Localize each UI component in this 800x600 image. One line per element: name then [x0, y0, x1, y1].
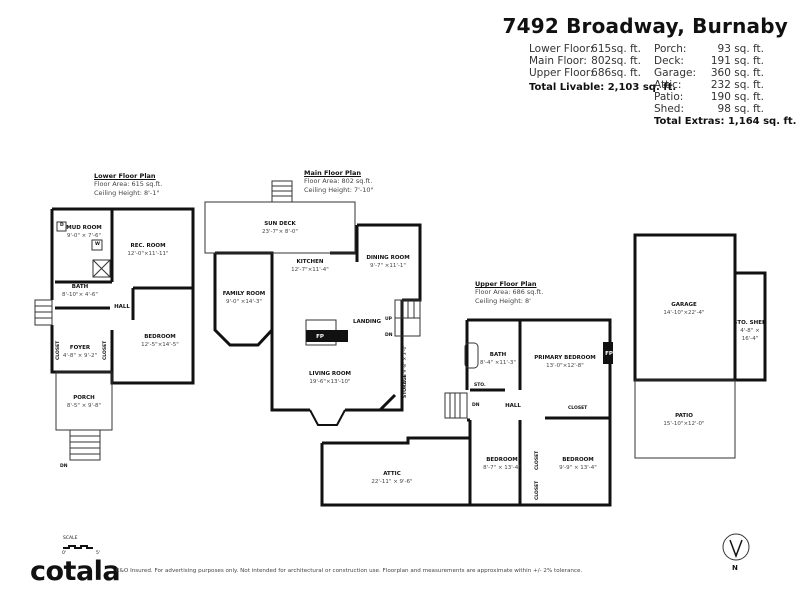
scale-label: SCALE — [63, 536, 78, 541]
total-extras: Total Extras: 1,164 sq. ft. — [654, 116, 797, 127]
lower-floor-plan-header: Lower Floor Plan Floor Area: 615 sq.ft. … — [94, 172, 163, 197]
north-arrow-icon — [729, 539, 743, 559]
washer-label: W — [95, 242, 100, 247]
fireplace-main: FP — [316, 334, 324, 340]
disclaimer-text: E&O Insured. For advertising purposes on… — [116, 568, 583, 574]
compass-circle — [722, 533, 750, 561]
room-storage: STORAGE 9'-8" × 3'-0" — [403, 344, 408, 398]
upper-stairs-dn: DN — [472, 403, 480, 408]
main-stairs-dn: DN — [385, 333, 393, 338]
attic-walls — [320, 436, 472, 507]
scale-five: 5' — [96, 551, 101, 556]
main-floor-plan-header: Main Floor Plan Floor Area: 802 sq.ft. C… — [304, 169, 374, 194]
upper-stairs — [444, 392, 468, 419]
closet-foyer: CLOSET — [56, 340, 61, 360]
upper-floor-plan-header: Upper Floor Plan Floor Area: 686 sq.ft. … — [475, 280, 544, 305]
upper-floor-walls — [465, 318, 612, 507]
storage-upper: STO. — [474, 383, 486, 388]
stat-main-floor: Main Floor:802sq. ft. — [529, 55, 641, 67]
main-stairs-up: UP — [385, 317, 392, 322]
closet-primary: CLOSET — [568, 406, 588, 411]
cotala-logo: cotala — [30, 556, 121, 587]
scale-bar — [63, 545, 93, 549]
stat-garage: Garage:360 sq. ft. — [654, 67, 764, 79]
closet-lower: CLOSET — [103, 340, 108, 360]
total-livable: Total Livable: 2,103 sq. ft. — [529, 82, 677, 93]
porch-stairs-dn: DN — [60, 464, 68, 469]
stat-attic: Attic:232 sq. ft. — [654, 79, 764, 91]
stat-shed: Shed:98 sq. ft. — [654, 103, 764, 115]
stat-porch: Porch:93 sq. ft. — [654, 43, 764, 55]
closet-upper-2: CLOSET — [535, 480, 540, 500]
room-landing: LANDING — [352, 319, 382, 325]
closet-upper-1: CLOSET — [535, 450, 540, 470]
scale-zero: 0' — [62, 551, 67, 556]
room-hall-lower: HALL — [114, 304, 130, 310]
stat-deck: Deck:191 sq. ft. — [654, 55, 764, 67]
north-label: N — [732, 564, 738, 572]
stat-upper-floor: Upper Floor:686sq. ft. — [529, 67, 641, 79]
property-address-title: 7492 Broadway, Burnaby — [502, 14, 788, 38]
porch-stairs — [69, 429, 101, 461]
stat-patio: Patio:190 sq. ft. — [654, 91, 764, 103]
room-hall-upper: HALL — [505, 403, 521, 409]
patio-outline — [634, 379, 736, 459]
dryer-label: D — [60, 223, 64, 228]
fireplace-upper: FP — [605, 351, 613, 357]
living-bay — [309, 409, 346, 426]
stat-lower-floor: Lower Floor:615sq. ft. — [529, 43, 641, 55]
